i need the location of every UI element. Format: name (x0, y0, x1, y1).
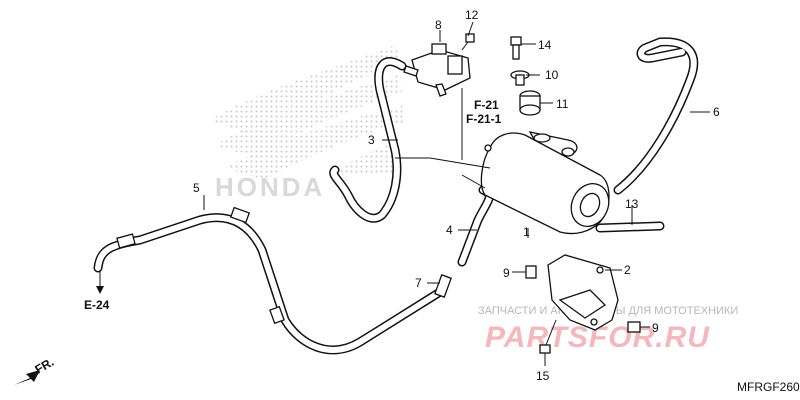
callout-part-4: 4 (446, 223, 453, 237)
hose-part-4 (457, 185, 494, 267)
callout-part-6: 6 (713, 105, 720, 119)
callout-part-14: 14 (538, 38, 552, 52)
diagram-code: MFRGF2600 (737, 380, 800, 394)
ref-f21: F-21 (474, 98, 499, 112)
honda-watermark-text: HONDA (215, 172, 325, 202)
joint-part-7 (434, 274, 452, 298)
callout-part-2: 2 (624, 263, 631, 277)
honda-wing-watermark (210, 45, 404, 180)
callout-part-11: 11 (556, 97, 569, 111)
front-direction-arrow: FR. (14, 355, 56, 385)
callout-part-7: 7 (415, 276, 422, 290)
callout-part-15: 15 (536, 369, 550, 383)
callout-part-9-lower: 9 (652, 321, 659, 335)
bolt-part-12 (461, 33, 475, 51)
callout-part-12: 12 (465, 8, 479, 22)
hose-part-3 (329, 57, 407, 223)
callout-part-5: 5 (193, 181, 200, 195)
ref-e24: E-24 (84, 298, 110, 312)
callout-part-9-upper: 9 (503, 266, 510, 280)
canister-part-1 (480, 131, 610, 235)
callout-part-3: 3 (368, 133, 375, 147)
ref-f21-1: F-21-1 (466, 112, 502, 126)
hose-part-13 (595, 221, 665, 233)
leader-lines (96, 21, 710, 366)
hose-part-5 (93, 206, 445, 355)
callout-part-1: 1 (523, 225, 530, 239)
bracket-part-2 (547, 254, 619, 331)
callout-part-13: 13 (625, 197, 639, 211)
bolt-part-14 (510, 36, 522, 60)
collar-part-10 (510, 70, 530, 86)
hose-part-6 (613, 37, 699, 195)
solenoid-part-8 (403, 43, 471, 97)
grommet-part-9-lower (627, 321, 641, 333)
callout-part-8: 8 (435, 18, 442, 32)
callout-part-10: 10 (545, 68, 559, 82)
grommet-part-9-upper (525, 265, 537, 279)
grommet-part-11 (519, 90, 541, 116)
